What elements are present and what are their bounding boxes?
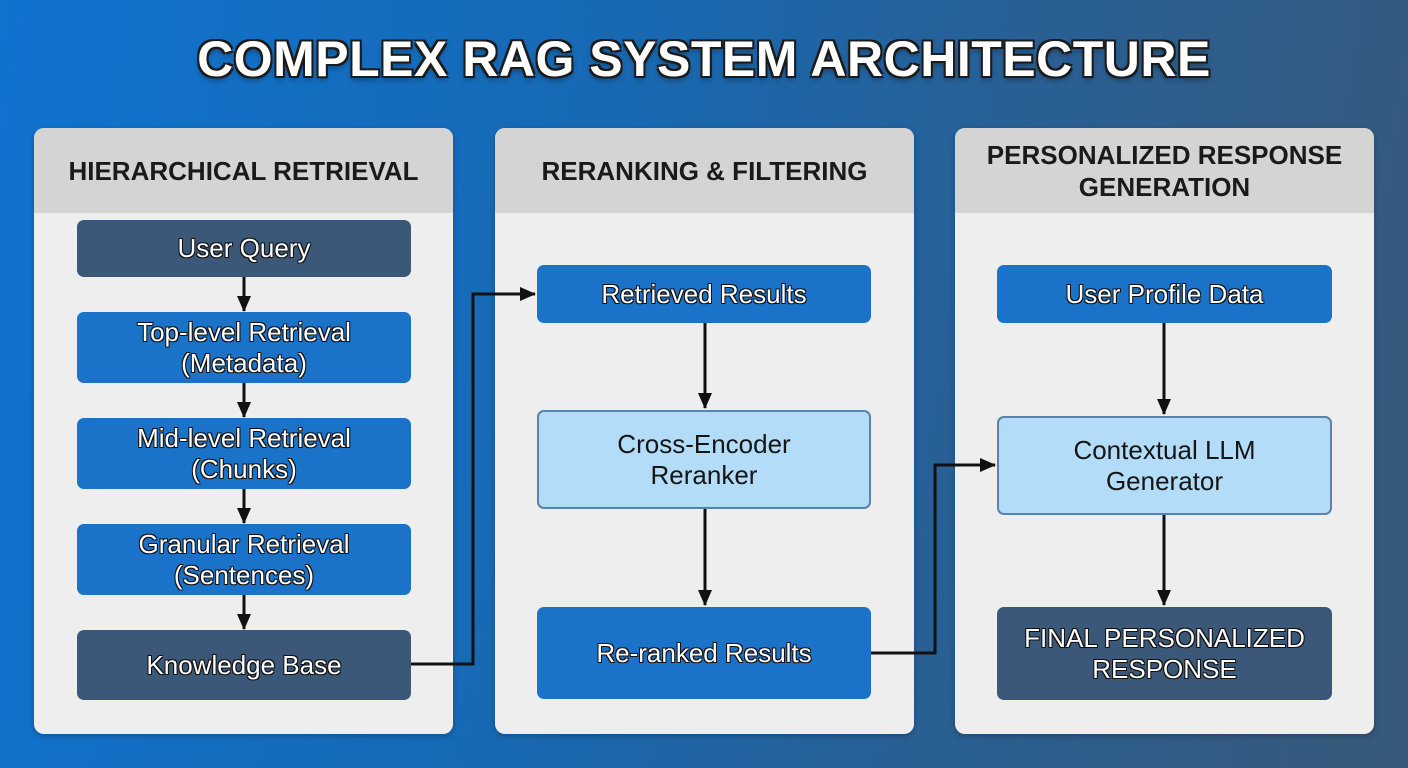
node-cross-encoder-reranker[interactable]: Cross-Encoder Reranker [537, 410, 871, 509]
node-mid-level-retrieval[interactable]: Mid-level Retrieval (Chunks) [77, 418, 411, 489]
node-label: Mid-level Retrieval (Chunks) [137, 422, 351, 484]
panel-header: RERANKING & FILTERING [495, 128, 914, 213]
node-label: Knowledge Base [146, 649, 342, 680]
panel-header: HIERARCHICAL RETRIEVAL [34, 128, 453, 213]
node-label: Contextual LLM Generator [1073, 434, 1256, 496]
diagram-title: COMPLEX RAG SYSTEM ARCHITECTURE [197, 31, 1211, 87]
node-label: User Profile Data [1065, 278, 1264, 309]
node-granular-retrieval[interactable]: Granular Retrieval (Sentences) [77, 524, 411, 595]
node-top-level-retrieval[interactable]: Top-level Retrieval (Metadata) [77, 312, 411, 383]
node-final-personalized-response[interactable]: FINAL PERSONALIZED RESPONSE [997, 607, 1332, 700]
node-label: Re-ranked Results [596, 637, 812, 668]
node-knowledge-base[interactable]: Knowledge Base [77, 630, 411, 700]
node-re-ranked-results[interactable]: Re-ranked Results [537, 607, 871, 699]
node-contextual-llm-generator[interactable]: Contextual LLM Generator [997, 416, 1332, 515]
node-label: Cross-Encoder Reranker [617, 428, 791, 490]
node-label: Top-level Retrieval (Metadata) [137, 316, 351, 378]
node-user-profile-data[interactable]: User Profile Data [997, 265, 1332, 323]
node-label: User Query [177, 233, 311, 263]
node-user-query[interactable]: User Query [77, 220, 411, 277]
node-retrieved-results[interactable]: Retrieved Results [537, 265, 871, 323]
node-label: Granular Retrieval (Sentences) [138, 528, 350, 590]
panel-header: PERSONALIZED RESPONSE GENERATION [955, 128, 1374, 213]
node-label: FINAL PERSONALIZED RESPONSE [1024, 622, 1305, 684]
node-label: Retrieved Results [601, 278, 807, 309]
